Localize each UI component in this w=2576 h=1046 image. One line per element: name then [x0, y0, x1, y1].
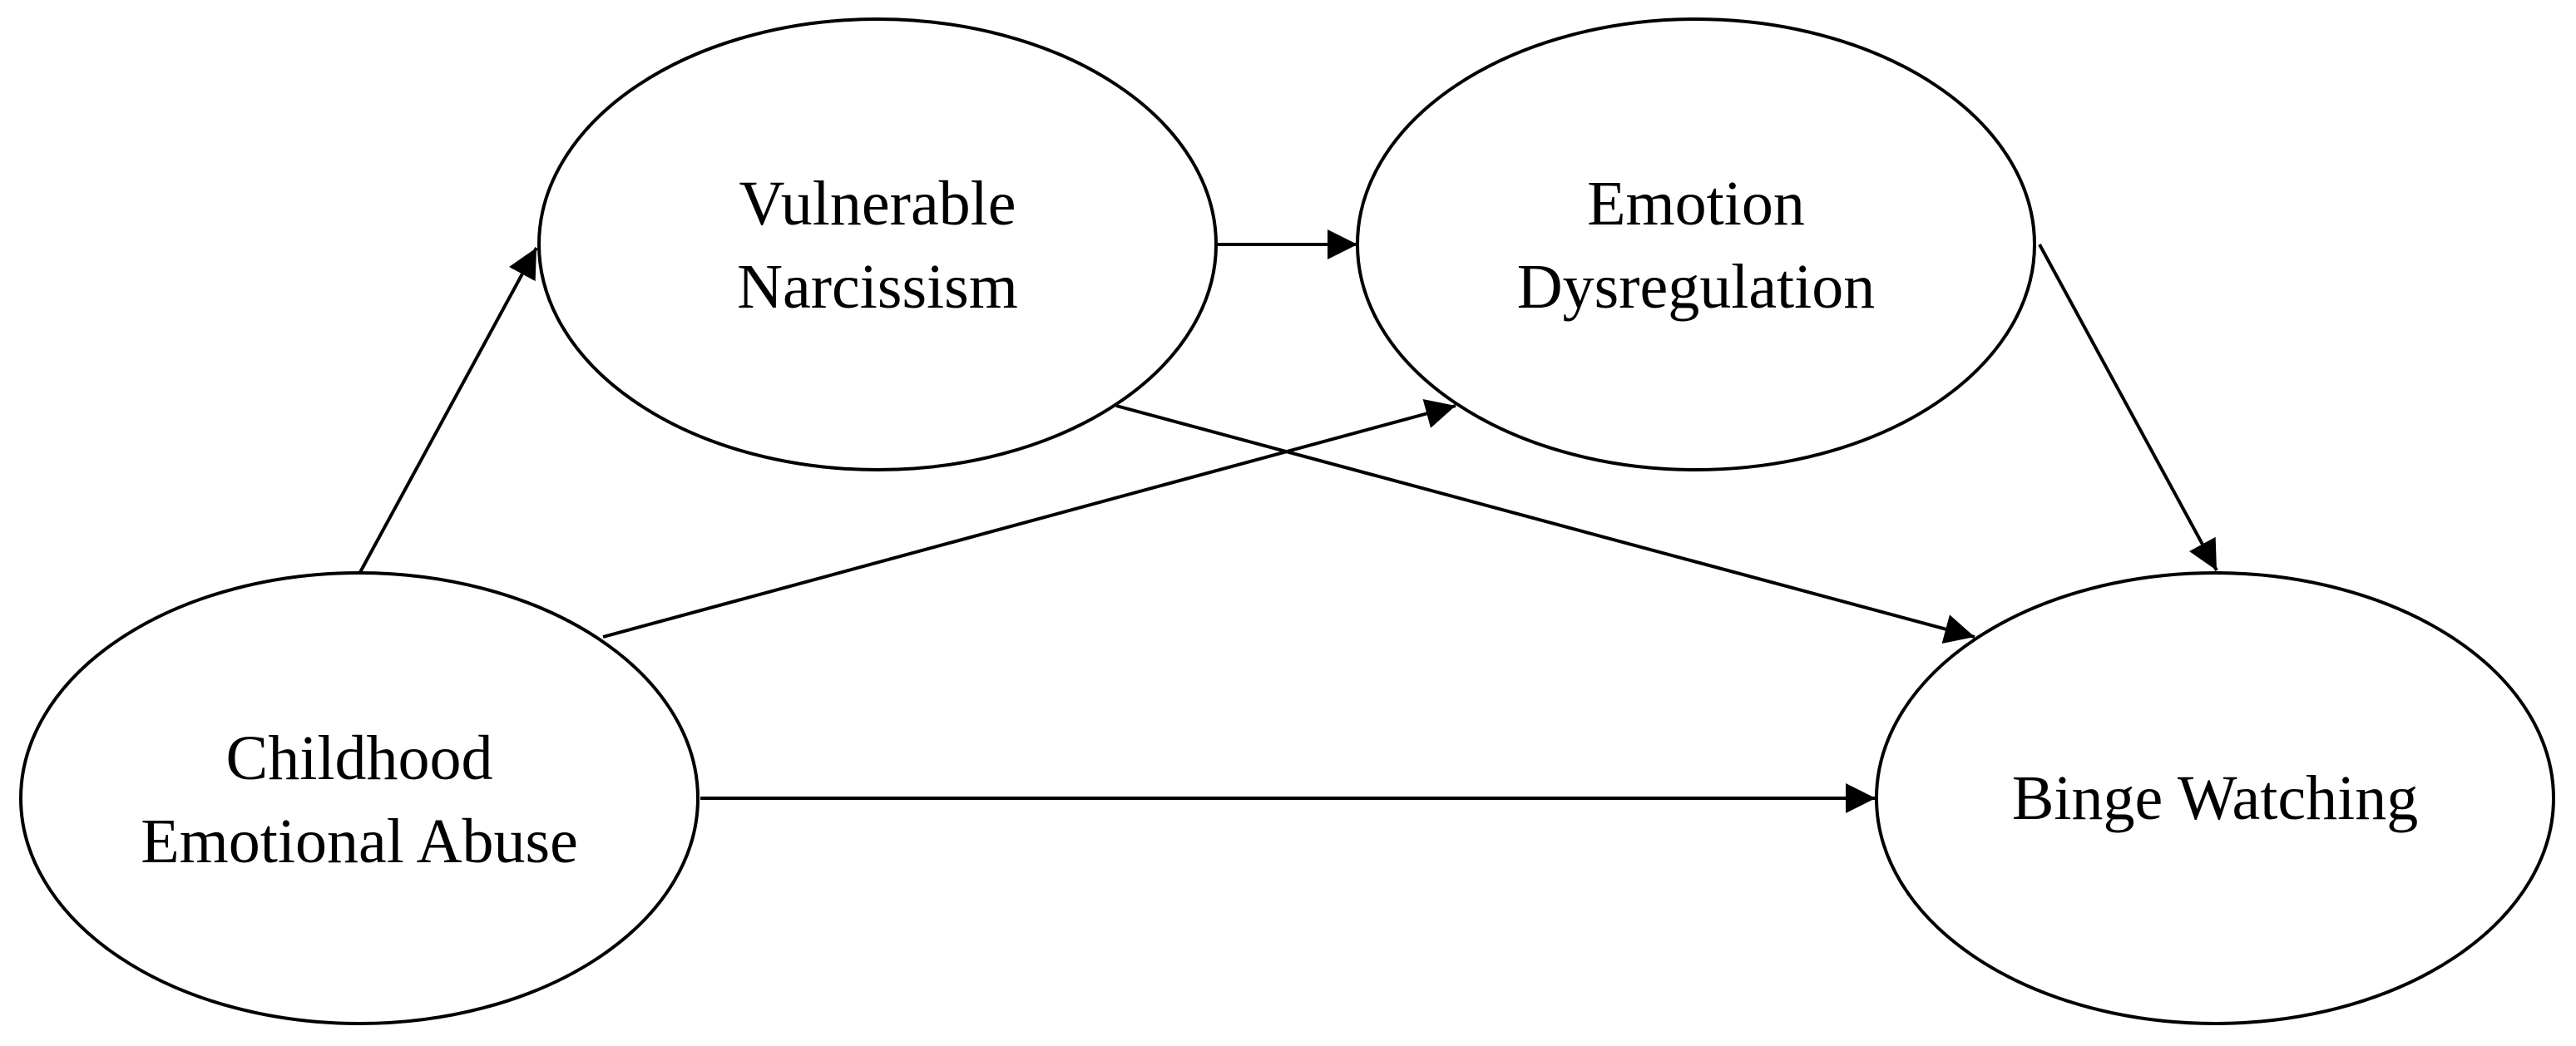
node-label-line: Narcissism	[737, 252, 1018, 322]
node-childhood-emotional-abuse: Childhood Emotional Abuse	[19, 571, 700, 1025]
edge-dysregulation-to-binge-watching	[2038, 244, 2218, 571]
node-ellipse	[537, 17, 1218, 471]
node-label-line: Vulnerable	[739, 169, 1016, 239]
node-label-line: Binge Watching	[2012, 763, 2419, 833]
edges	[358, 229, 2218, 813]
edge-abuse-to-dysregulation	[602, 399, 1456, 639]
node-ellipse	[1356, 17, 2036, 471]
node-ellipse	[1875, 571, 2555, 1025]
edge-abuse-to-narcissism	[358, 247, 538, 575]
node-label-line: Dysregulation	[1517, 252, 1876, 322]
edge-narcissism-to-binge-watching	[1115, 404, 1975, 644]
node-label-line: Emotional Abuse	[141, 807, 578, 876]
node-ellipse	[19, 571, 700, 1025]
node-binge-watching: Binge Watching	[1875, 571, 2555, 1025]
node-vulnerable-narcissism: Vulnerable Narcissism	[537, 17, 1218, 471]
node-label-line: Emotion	[1587, 169, 1805, 239]
node-label-line: Childhood	[226, 723, 493, 793]
node-emotion-dysregulation: Emotion Dysregulation	[1356, 17, 2036, 471]
